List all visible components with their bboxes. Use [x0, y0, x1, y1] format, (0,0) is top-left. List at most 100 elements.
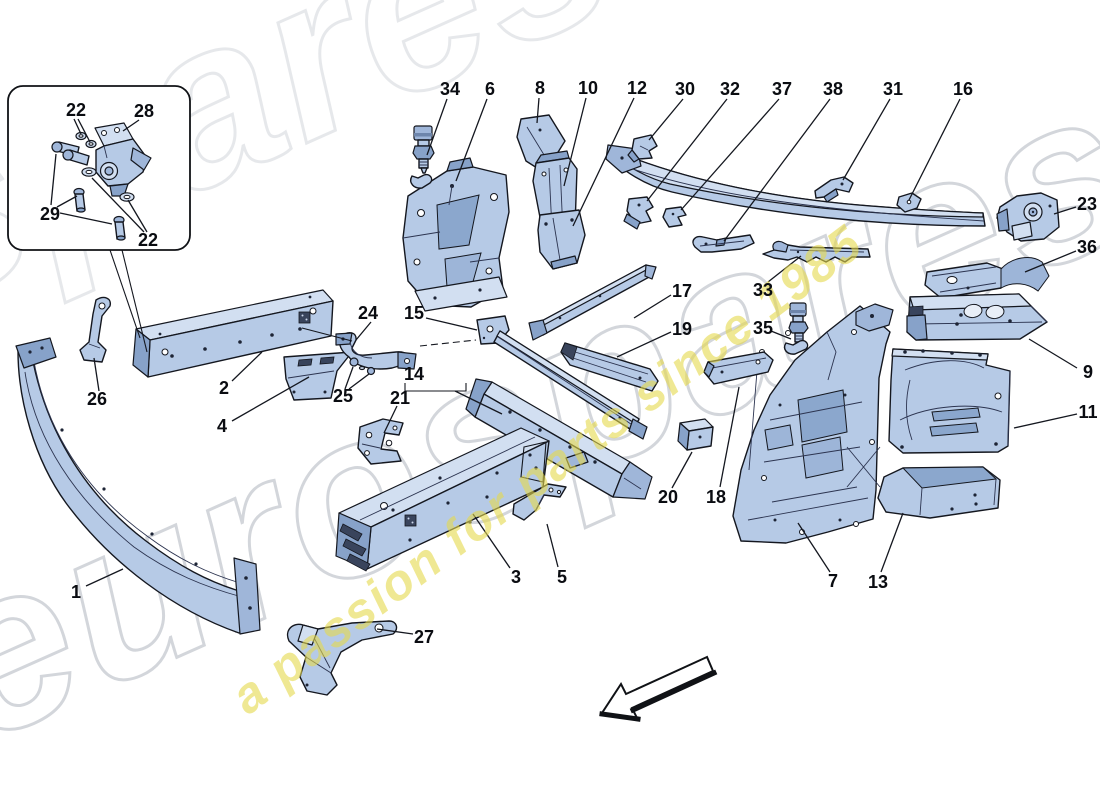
part-17-thin-rail — [528, 264, 657, 341]
part-callout-12: 12 — [627, 78, 647, 98]
leader-line-9 — [1028, 338, 1078, 369]
leader-line-34 — [426, 98, 448, 156]
part-34-sensor — [410, 125, 435, 189]
leader-line-5 — [546, 523, 559, 568]
leader-line-27 — [376, 628, 414, 635]
part-3-chassis-beam — [335, 427, 550, 572]
leader-line-22-lower — [91, 177, 145, 233]
part-callout-15: 15 — [404, 303, 424, 323]
leader-line-8 — [536, 97, 540, 124]
leader-line-28 — [122, 119, 140, 132]
leader-line-13 — [880, 512, 904, 573]
part-callout-37: 37 — [772, 79, 792, 99]
leader-line-30 — [648, 98, 684, 141]
leader-line-18 — [719, 386, 740, 488]
leader-line-36 — [1024, 250, 1077, 273]
leader-line-2 — [231, 351, 263, 382]
part-33-serrated-strip — [762, 240, 871, 263]
part-callout-33: 33 — [753, 280, 773, 300]
part-callout-21: 21 — [390, 388, 410, 408]
leader-line-37 — [680, 98, 780, 211]
part-18-flat-bar — [703, 351, 774, 385]
leader-line-33 — [767, 255, 802, 283]
part-callout-27: 27 — [414, 627, 434, 647]
part-callout-6: 6 — [485, 79, 495, 99]
leader-line-16 — [908, 98, 961, 201]
leader-line-38 — [723, 98, 831, 242]
leader-line-4 — [231, 376, 310, 422]
part-31-beam-bracket — [814, 176, 854, 203]
leader-line-17 — [633, 294, 672, 319]
callout-leader-lines — [50, 97, 1078, 635]
part-9-sill-box — [906, 293, 1048, 341]
part-25-bolts — [349, 357, 376, 376]
part-callout-9: 9 — [1083, 362, 1093, 382]
leader-line-35 — [770, 330, 792, 340]
part-callout-17: 17 — [672, 281, 692, 301]
part-callout-29: 29 — [40, 204, 60, 224]
leader-line-29 — [59, 212, 113, 225]
part-callout-19: 19 — [672, 319, 692, 339]
leader-line-23 — [1053, 206, 1077, 215]
leader-line-24 — [355, 321, 372, 341]
part-27-flat-bracket — [286, 620, 398, 696]
leader-line-3 — [472, 513, 511, 569]
leader-line-25 — [344, 366, 354, 390]
part-35-sensor — [783, 302, 809, 355]
part-2-side-member — [132, 289, 334, 378]
leader-line-19 — [616, 331, 672, 358]
part-12-pillar-panel — [537, 209, 586, 270]
leader-line-22-upper — [73, 118, 82, 135]
part-callout-2: 2 — [219, 378, 229, 398]
leader-line-1 — [85, 568, 124, 587]
leader-line-11 — [1013, 413, 1078, 429]
part-callout-36: 36 — [1077, 237, 1097, 257]
leader-line-29 — [56, 195, 78, 208]
part-callout-34: 34 — [440, 79, 460, 99]
leader-line-6 — [455, 98, 488, 182]
part-callout-8: 8 — [535, 78, 545, 98]
part-15-upper-rail — [476, 315, 648, 440]
part-callout-30: 30 — [675, 79, 695, 99]
part-callout-7: 7 — [828, 571, 838, 591]
part-callout-26: 26 — [87, 389, 107, 409]
part-callout-14: 14 — [404, 364, 424, 384]
part-callout-23: 23 — [1077, 194, 1097, 214]
part-callout-38: 38 — [823, 79, 843, 99]
part-callout-28: 28 — [134, 101, 154, 121]
leader-line-29 — [50, 153, 57, 206]
inset-bushings-22 — [75, 131, 135, 202]
leader-line-15 — [425, 317, 478, 331]
part-callout-24: 24 — [358, 303, 378, 323]
leader-line-26 — [93, 357, 100, 392]
part-callout-4: 4 — [217, 416, 227, 436]
leader-line-12 — [572, 97, 635, 227]
part-callout-11: 11 — [1078, 402, 1097, 422]
part-callout-5: 5 — [557, 567, 567, 587]
leader-line-25 — [348, 373, 370, 390]
part-callout-16: 16 — [953, 79, 973, 99]
part-callout-35: 35 — [753, 318, 773, 338]
part-callout-22-upper: 22 — [66, 100, 86, 120]
part-callout-1: 1 — [71, 582, 81, 602]
part-30-clip — [627, 134, 658, 163]
callout-labels: 1234567891011121314151617181920212223242… — [40, 78, 1098, 647]
part-callout-18: 18 — [706, 487, 726, 507]
leader-line-7 — [797, 522, 831, 573]
part-5-step-bracket — [512, 483, 567, 521]
leader-line-31 — [842, 98, 891, 181]
group-14-underbrace — [404, 383, 467, 392]
leader-line-22-lower — [127, 199, 148, 233]
part-1-crash-beam — [15, 337, 261, 635]
part-callout-31: 31 — [883, 79, 903, 99]
part-callout-20: 20 — [658, 487, 678, 507]
leader-line-32 — [646, 98, 728, 202]
part-32-bracket-clip — [623, 196, 654, 230]
inset-bolts-29 — [51, 141, 126, 241]
part-13-sill-duct — [877, 466, 1001, 519]
leader-line-21 — [383, 405, 398, 434]
part-23-corner-mount — [996, 192, 1060, 242]
part-callout-10: 10 — [578, 78, 598, 98]
